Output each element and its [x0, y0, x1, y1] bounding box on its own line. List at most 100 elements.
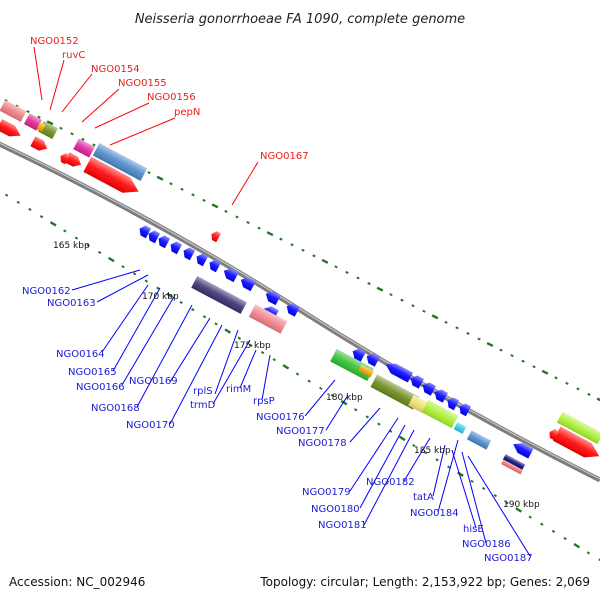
gene-label[interactable]: NGO0156 [147, 92, 196, 103]
gene-label[interactable]: NGO0163 [47, 298, 96, 309]
tick-mark [4, 193, 9, 197]
tick-mark [39, 215, 44, 219]
tick-mark [319, 386, 323, 390]
tick-mark [356, 276, 360, 280]
reverse-gene-arrow-gloss [459, 403, 471, 417]
colored-gene-block [408, 394, 428, 414]
gene-label[interactable]: NGO0180 [311, 504, 360, 515]
scale-tick-label: 190 kbp [503, 500, 540, 510]
colored-gene-block-gloss [0, 100, 27, 122]
forward-gene-arrow [211, 231, 221, 243]
reverse-gene-arrow-gloss [183, 247, 195, 261]
leader-line [61, 73, 93, 113]
gene-label[interactable]: NGO0187 [484, 553, 533, 564]
gene-label[interactable]: NGO0184 [410, 508, 459, 519]
tick-mark [307, 379, 311, 383]
reverse-gene-arrow-gloss [196, 253, 208, 267]
gene-label[interactable]: hisE [463, 524, 484, 535]
gene-label[interactable]: NGO0169 [129, 376, 178, 387]
tick-mark [224, 328, 232, 334]
reverse-gene-arrow [366, 353, 380, 367]
tick-mark [422, 309, 426, 313]
forward-gene-arrow-gloss [0, 119, 21, 137]
reverse-gene-arrow [352, 348, 366, 362]
tick-mark [596, 397, 600, 402]
leader-line [403, 437, 431, 482]
gene-label[interactable]: NGO0168 [91, 403, 140, 414]
reverse-gene-labels: NGO0162 NGO0163 NGO0164 NGO0165 NGO0166 … [22, 286, 533, 564]
tick-mark [312, 254, 316, 258]
tick-mark [28, 207, 32, 212]
tick-mark [26, 110, 30, 114]
colored-gene-block-gloss [502, 454, 526, 470]
reverse-gene-arrow-gloss [223, 268, 239, 283]
gene-label[interactable]: rplS [193, 386, 213, 397]
forward-gene-arrow [553, 426, 600, 458]
tick-mark [156, 175, 164, 181]
colored-gene-block-gloss [408, 394, 428, 414]
tick-mark [202, 315, 207, 319]
tick-mark [132, 272, 137, 276]
colored-gene-block [24, 113, 42, 131]
gene-label[interactable]: NGO0167 [260, 151, 309, 162]
gene-label[interactable]: NGO0166 [76, 382, 125, 393]
gene-label[interactable]: NGO0176 [256, 412, 305, 423]
leader-line [109, 117, 176, 146]
leader-line [136, 304, 193, 408]
gene-label[interactable]: ruvC [62, 50, 85, 61]
tick-mark [224, 209, 228, 213]
gene-label[interactable]: NGO0162 [22, 286, 71, 297]
gene-label[interactable]: trmD [190, 400, 216, 411]
gene-label[interactable]: pepN [174, 107, 200, 118]
gene-label[interactable]: NGO0179 [302, 487, 351, 498]
leader-line [94, 102, 150, 129]
tick-mark [179, 300, 183, 305]
leader-line [214, 329, 239, 395]
tick-mark [521, 359, 525, 363]
gene-label[interactable]: NGO0186 [462, 539, 511, 550]
colored-gene-block-gloss [248, 304, 288, 334]
tick-mark [551, 529, 556, 533]
gene-label[interactable]: NGO0165 [68, 367, 117, 378]
gene-label[interactable]: NGO0152 [30, 36, 79, 47]
tick-mark [169, 182, 173, 186]
tick-mark [565, 381, 569, 385]
accession-text: Accession: NC_002946 [9, 575, 145, 589]
leader-line [261, 354, 271, 401]
gene-label[interactable]: NGO0154 [91, 64, 140, 75]
scale-tick-label: 175 kbp [234, 341, 271, 351]
forward-gene-labels: NGO0152 ruvC NGO0154 NGO0155 NGO0156 pep… [30, 36, 309, 162]
tick-mark [37, 115, 41, 119]
reverse-gene-arrow-gloss [209, 259, 221, 273]
tick-mark [180, 187, 184, 191]
gene-label[interactable]: tatA [413, 492, 434, 503]
tick-mark [540, 522, 544, 526]
gene-label[interactable]: NGO0164 [56, 349, 105, 360]
forward-gene-arrow [60, 153, 70, 165]
gene-label[interactable]: rpsP [253, 396, 275, 407]
gene-label[interactable]: rimM [226, 384, 251, 395]
reverse-gene-arrow-gloss [447, 397, 459, 411]
gene-label[interactable]: NGO0178 [298, 438, 347, 449]
tick-mark [586, 551, 591, 555]
gene-label[interactable]: NGO0182 [366, 477, 415, 488]
tick-mark [166, 292, 173, 299]
reverse-gene-arrow-gloss [366, 353, 380, 367]
tick-mark [70, 132, 74, 136]
colored-gene-block [358, 364, 374, 378]
tick-mark [86, 243, 90, 247]
reverse-gene-arrow [422, 382, 436, 396]
gene-label[interactable]: NGO0155 [118, 78, 167, 89]
leader-line [467, 455, 531, 557]
gene-label[interactable]: NGO0170 [126, 420, 175, 431]
colored-gene-block [501, 459, 523, 475]
colored-gene-block [502, 454, 526, 470]
tick-mark [246, 221, 250, 225]
gene-label[interactable]: NGO0181 [318, 520, 367, 531]
tick-mark [340, 399, 348, 406]
gene-label[interactable]: NGO0177 [276, 426, 325, 437]
leader-line [432, 444, 446, 497]
leader-line [325, 394, 349, 431]
tick-mark [235, 215, 239, 219]
colored-gene-block [453, 422, 467, 434]
